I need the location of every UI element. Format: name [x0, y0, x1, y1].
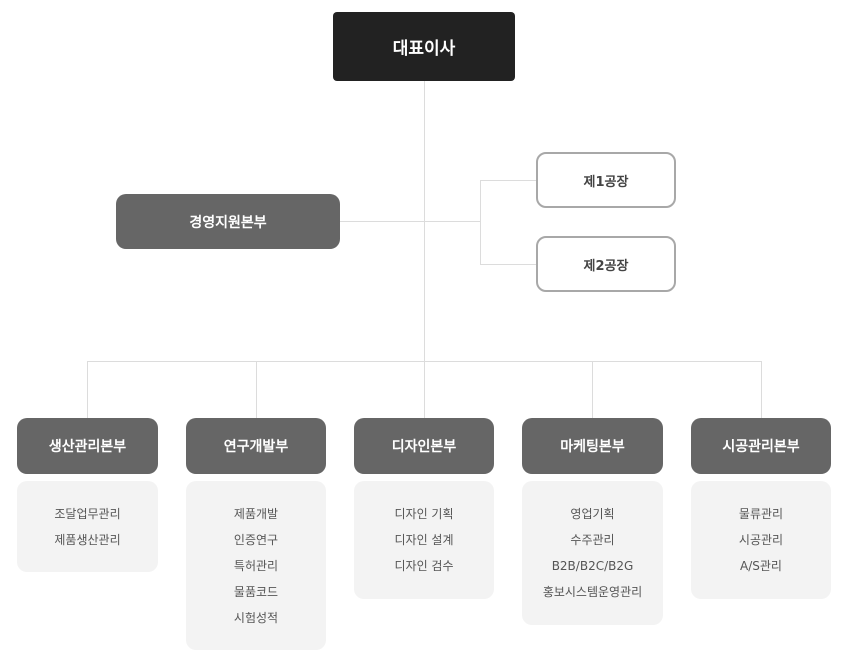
connector-factory1	[480, 180, 538, 181]
division-production-items: 조달업무관리 제품생산관리	[17, 481, 158, 572]
sub-item: 제품생산관리	[54, 533, 121, 547]
sub-item: A/S관리	[740, 559, 782, 573]
connector-division-1	[87, 361, 88, 418]
sub-item: 특허관리	[233, 559, 279, 573]
sub-item: 디자인 설계	[394, 533, 454, 547]
connector-division-3	[424, 361, 425, 418]
sub-item: 조달업무관리	[54, 507, 121, 521]
division-marketing-node: 마케팅본부	[522, 418, 663, 474]
sub-item: 시험성적	[233, 611, 279, 625]
ceo-node: 대표이사	[333, 12, 515, 81]
division-rnd-node: 연구개발부	[186, 418, 326, 474]
sub-item: 디자인 검수	[394, 559, 454, 573]
sub-item: 인증연구	[233, 533, 279, 547]
connector-factory2	[480, 264, 538, 265]
division-construction-items: 물류관리 시공관리 A/S관리	[691, 481, 831, 599]
connector-division-5	[761, 361, 762, 418]
division-construction-node: 시공관리본부	[691, 418, 831, 474]
factory-1-node: 제1공장	[536, 152, 676, 208]
sub-item: 수주관리	[570, 533, 615, 547]
sub-item: 영업기획	[570, 507, 615, 521]
sub-item: 홍보시스템운영관리	[542, 585, 643, 599]
division-design-items: 디자인 기획 디자인 설계 디자인 검수	[354, 481, 494, 599]
sub-item: 시공관리	[738, 533, 784, 547]
division-production-node: 생산관리본부	[17, 418, 158, 474]
sub-item: B2B/B2C/B2G	[551, 559, 634, 573]
sub-item: 물품코드	[233, 585, 279, 599]
division-design-node: 디자인본부	[354, 418, 494, 474]
division-marketing-items: 영업기획 수주관리 B2B/B2C/B2G 홍보시스템운영관리	[522, 481, 663, 625]
sub-item: 제품개발	[233, 507, 279, 521]
sub-item: 디자인 기획	[394, 507, 454, 521]
connector-division-4	[592, 361, 593, 418]
connector-support-branch	[339, 221, 425, 222]
sub-item: 물류관리	[738, 507, 784, 521]
connector-division-2	[256, 361, 257, 418]
support-division-node: 경영지원본부	[116, 194, 340, 249]
division-rnd-items: 제품개발 인증연구 특허관리 물품코드 시험성적	[186, 481, 326, 650]
factory-2-node: 제2공장	[536, 236, 676, 292]
connector-factory-branch	[424, 221, 481, 222]
connector-factory-vertical	[480, 180, 481, 265]
